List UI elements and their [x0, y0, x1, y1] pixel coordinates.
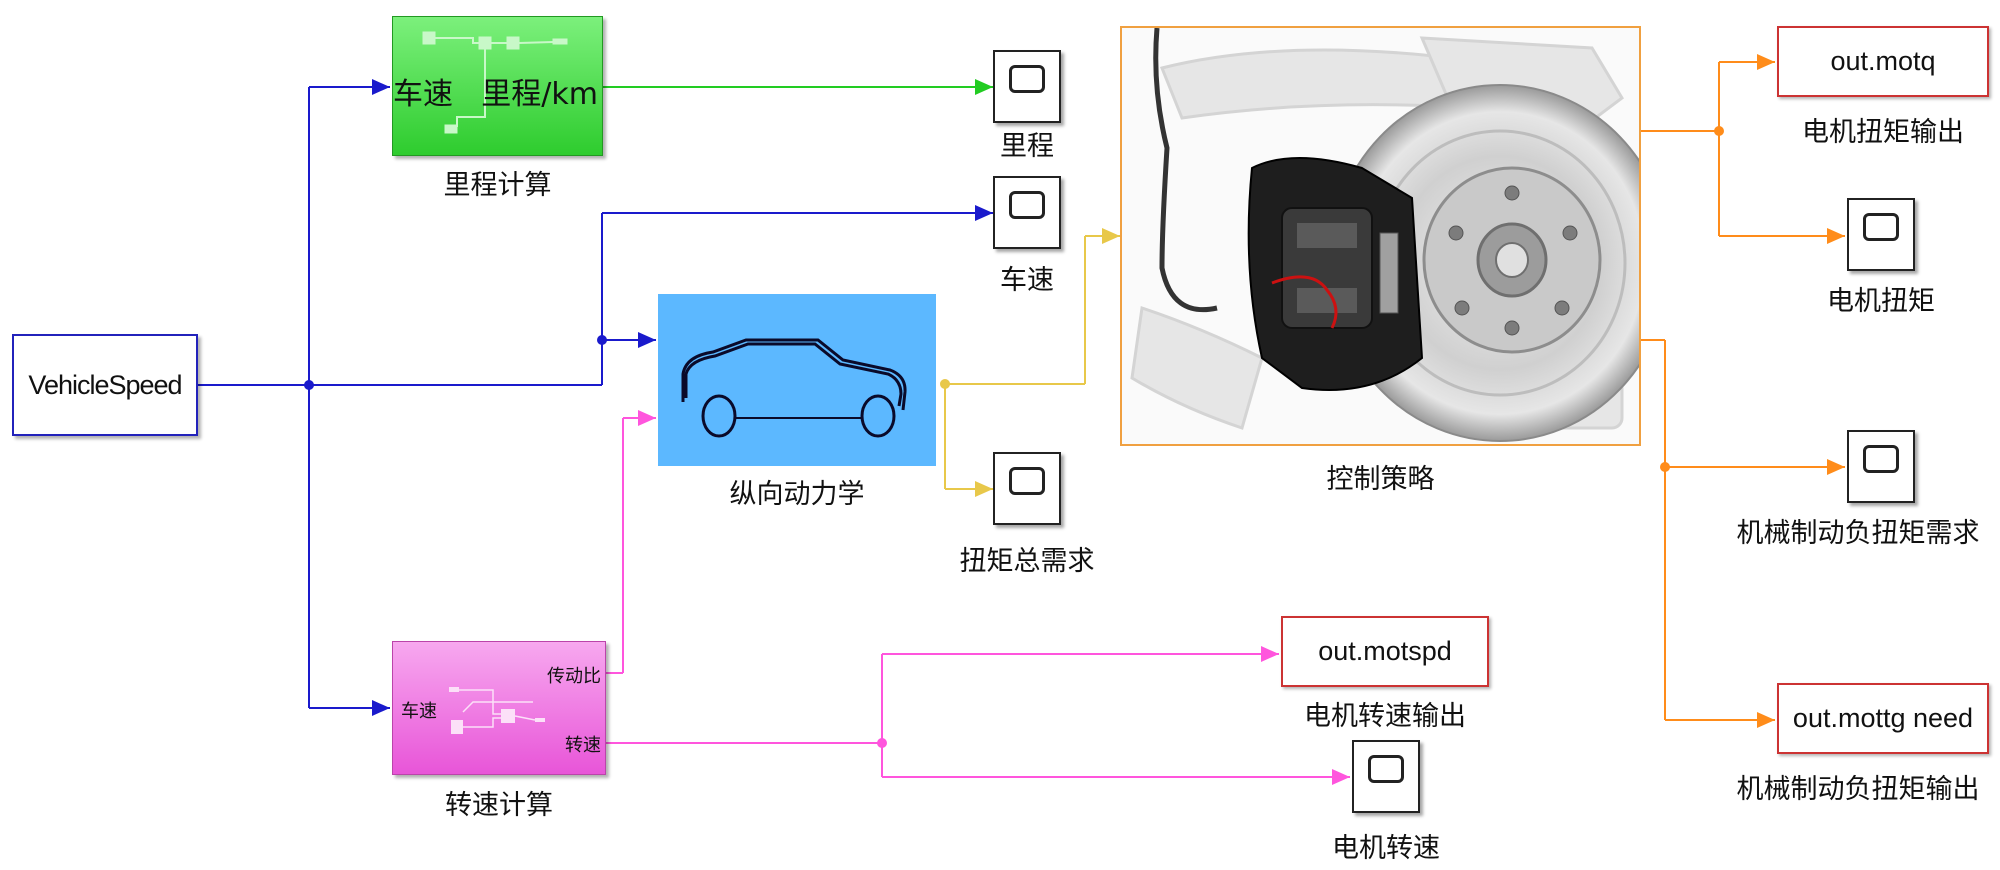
scope-screen-icon	[1009, 467, 1045, 495]
scope-torque-demand[interactable]	[993, 452, 1061, 525]
scope-speed-label: 车速	[1000, 265, 1054, 296]
scope-motor-torque-label: 电机扭矩	[1827, 286, 1935, 317]
mileage-port-out: 里程/km	[481, 77, 598, 112]
mileage-internal-icon	[422, 31, 568, 134]
mileage-port-in: 车速	[393, 77, 453, 112]
scope-screen-icon	[1009, 65, 1045, 93]
vehicle-speed-signal	[198, 79, 993, 716]
scope-motor-torque[interactable]	[1847, 198, 1915, 271]
scope-mech-brake[interactable]	[1847, 430, 1915, 503]
motor-torque-signal	[1641, 54, 1845, 244]
brake-disc-image	[1130, 28, 1639, 442]
control-strategy-label: 控制策略	[1326, 464, 1435, 495]
vehicle-speed-label: VehicleSpeed	[28, 369, 182, 400]
speed-calc-port-ratio: 传动比	[547, 666, 601, 687]
out-motq-label: out.motq	[1830, 46, 1936, 76]
out-motq-block[interactable]: out.motq	[1777, 26, 1989, 97]
gear-ratio-signal	[606, 410, 656, 674]
scope-mech-brake-label: 机械制动负扭矩需求	[1736, 518, 1980, 549]
out-motspd-label: out.motspd	[1318, 636, 1452, 666]
scope-screen-icon	[1368, 755, 1404, 783]
out-motq-name: 电机扭矩输出	[1802, 117, 1964, 148]
scope-mileage[interactable]	[993, 50, 1061, 123]
car-icon	[681, 338, 907, 438]
speed-calc-label: 转速计算	[445, 790, 553, 821]
vehicle-speed-block[interactable]: VehicleSpeed	[12, 334, 198, 436]
out-mottg-name: 机械制动负扭矩输出	[1736, 774, 1980, 805]
speed-calc-internal-icon	[449, 687, 545, 734]
scope-screen-icon	[1863, 213, 1899, 241]
control-strategy-block[interactable]	[1120, 26, 1641, 446]
out-mottg-label: out.mottg need	[1792, 703, 1974, 733]
out-mottg-block[interactable]: out.mottg need	[1777, 683, 1989, 754]
out-motspd-block[interactable]: out.motspd	[1281, 616, 1489, 687]
scope-torque-demand-label: 扭矩总需求	[959, 546, 1095, 577]
scope-screen-icon	[1863, 445, 1899, 473]
scope-speed[interactable]	[993, 176, 1061, 249]
torque-demand-signal	[944, 228, 1120, 497]
mileage-calc-label: 里程计算	[443, 170, 552, 201]
scope-screen-icon	[1009, 191, 1045, 219]
brake-torque-signal	[1641, 339, 1845, 728]
out-motspd-name: 电机转速输出	[1304, 701, 1466, 732]
speed-calc-block[interactable]: 车速 传动比 转速	[392, 641, 606, 775]
scope-motor-speed[interactable]	[1352, 740, 1420, 813]
scope-motor-speed-label: 电机转速	[1332, 833, 1440, 864]
motor-speed-signal	[606, 646, 1350, 785]
longitudinal-dynamics-label: 纵向动力学	[729, 479, 865, 510]
scope-mileage-label: 里程	[1000, 131, 1054, 162]
speed-calc-port-in: 车速	[401, 701, 437, 722]
speed-calc-port-out: 转速	[565, 735, 601, 756]
mileage-calc-block[interactable]: 车速 里程/km	[392, 16, 603, 156]
longitudinal-dynamics-block[interactable]	[658, 294, 936, 466]
